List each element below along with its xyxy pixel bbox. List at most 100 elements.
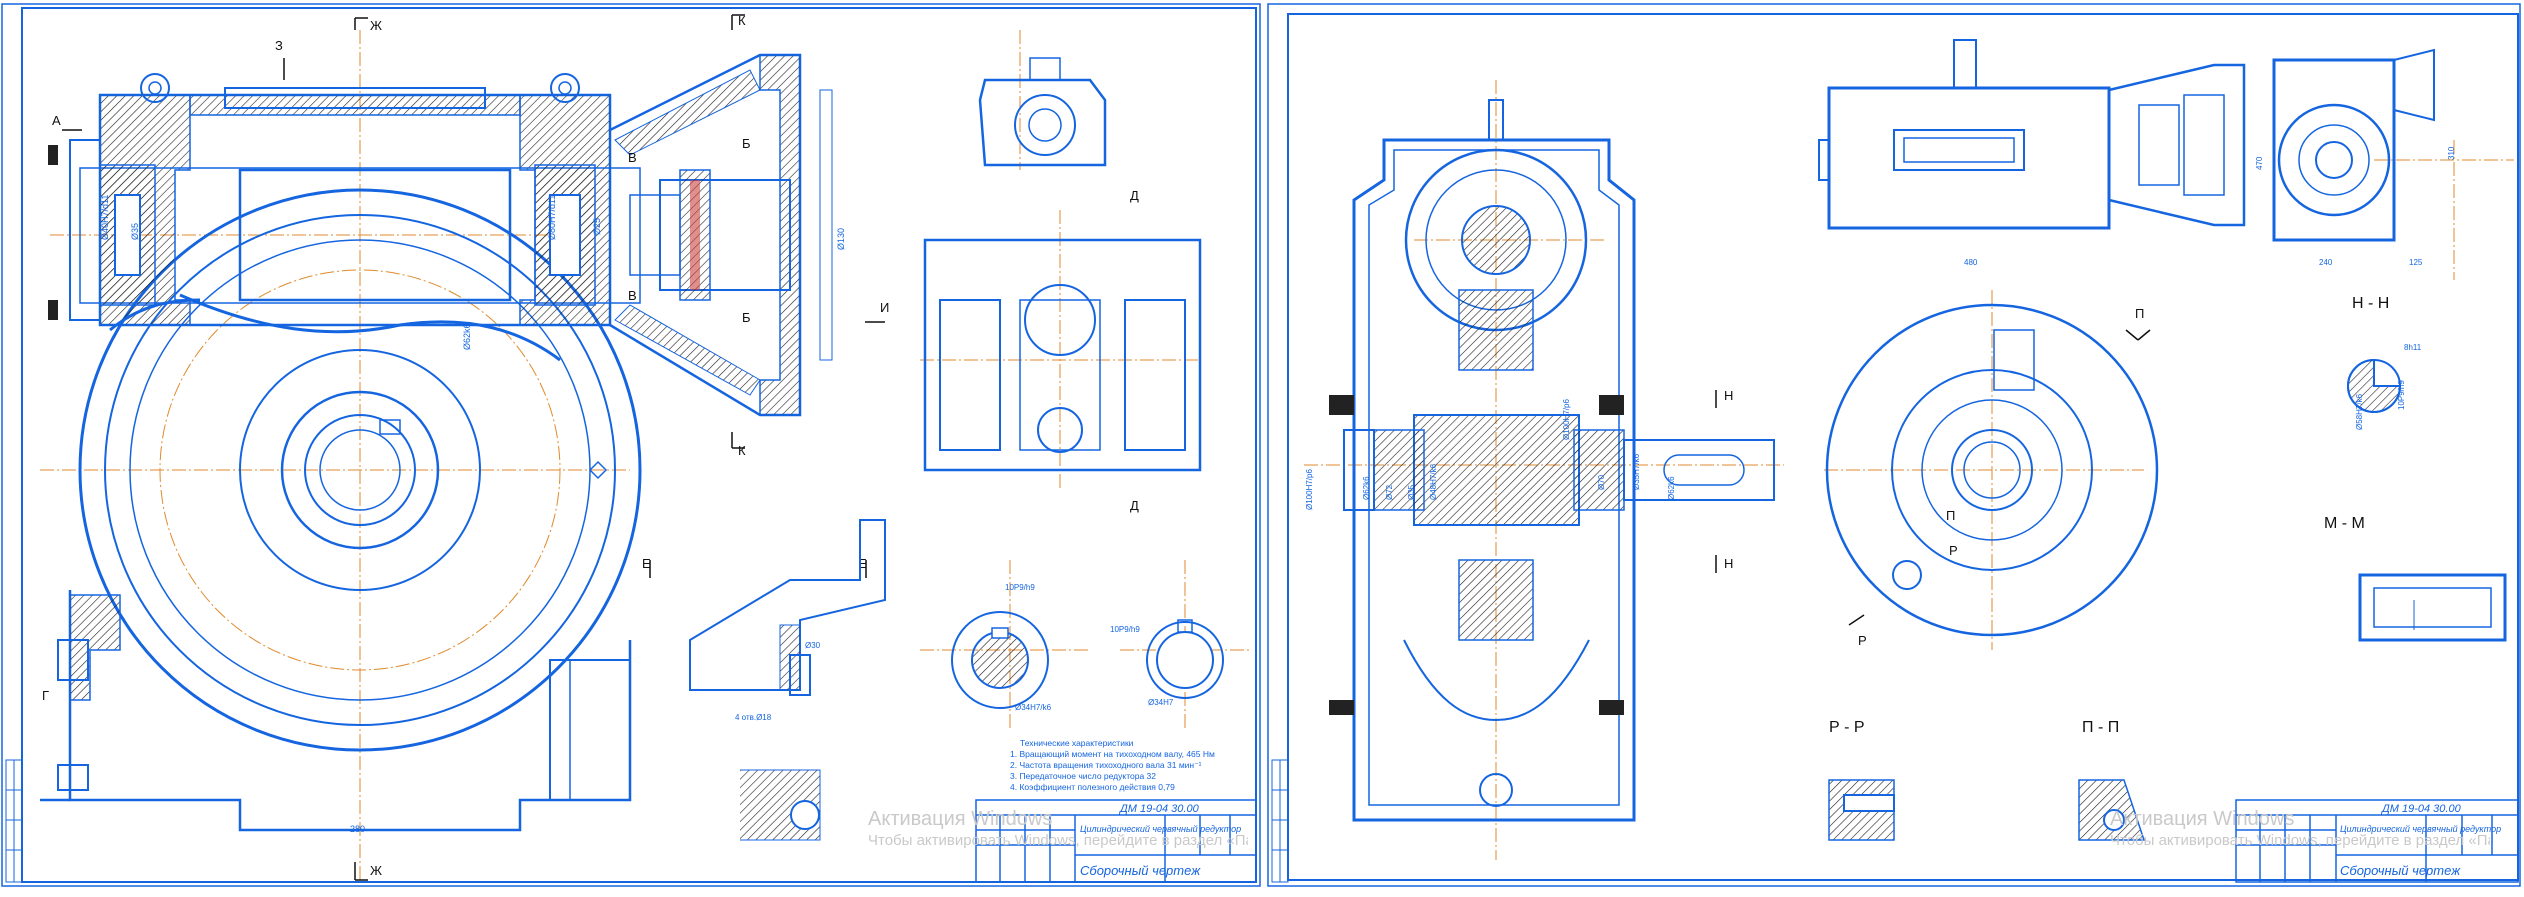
oil-gauge-section: [57, 594, 121, 791]
title-block-2: [2235, 799, 2519, 883]
dim-label: Ø80H7/d11: [547, 195, 557, 240]
section-label: П: [2135, 306, 2144, 321]
section-markers: А Б Б В В Г Е Е Ж Ж З И К К Д Д: [42, 13, 1139, 878]
activation-watermark-title: Активация Windows: [868, 808, 1053, 830]
dim-label: Ø48H7/k6: [1429, 463, 1438, 500]
dimension-labels: Ø40H7/d11 Ø35 Ø62k6 Ø80H7/d11 Ø25 Ø130 2…: [100, 195, 846, 834]
drawing-sheet-1: Ø40H7/d11 Ø35 Ø62k6 Ø80H7/d11 Ø25 Ø130 2…: [0, 0, 1264, 892]
section-arrows: [62, 14, 885, 881]
front-section-dims: Ø100H7/p6 Ø62k6 Ø72 Ø35 Ø48H7/k6 Ø100H7/…: [1305, 399, 1676, 510]
housing-base: [40, 590, 632, 832]
section-label: Ж: [370, 18, 382, 33]
section-label: Н: [1724, 556, 1733, 571]
axis-lines-2: [1304, 80, 2514, 860]
dim-label: Ø40H7/d11: [100, 195, 110, 240]
dim-label: 10P9/h9: [2397, 380, 2406, 410]
dim-label: Ø35H7/k6: [1632, 453, 1641, 490]
bearing-cover-view: [978, 57, 1107, 167]
section-label: Г: [42, 688, 49, 703]
section-label: Д: [1130, 188, 1139, 203]
housing-section-dd: [923, 238, 1202, 472]
section-label: Д: [1130, 498, 1139, 513]
dim-label: Ø34H7: [1148, 698, 1174, 707]
section-label: И: [880, 300, 889, 315]
section-label: К: [738, 443, 746, 458]
section-ee: [689, 519, 886, 841]
activation-watermark-title: Активация Windows: [2110, 808, 2295, 830]
section-label: Р: [1858, 633, 1867, 648]
dim-label: Ø70: [1597, 474, 1606, 490]
section-label: В: [628, 288, 637, 303]
dim-label: 280: [350, 824, 365, 834]
assembly-drawing-sheet-2: Ø100H7/p6 Ø62k6 Ø72 Ø35 Ø48H7/k6 Ø100H7/…: [1267, 3, 2521, 887]
dim-label: Ø35: [130, 223, 140, 240]
tech-line: 4. Коэффициент полезного действия 0,79: [1010, 782, 1175, 792]
hh-dims: 8h11 10P9/h9 Ø58H7/k6: [2355, 343, 2422, 430]
product-name: Цилиндрический червячный редуктор: [1080, 824, 1241, 834]
section-label: Б: [742, 136, 751, 151]
title-block-1: [975, 799, 1257, 883]
dim-label: Ø30: [805, 641, 821, 650]
dim-label: Ø100H7/p6: [1562, 399, 1571, 440]
dim-label: 480: [1964, 258, 1978, 267]
doc-code: ДМ 19-04 30.00: [2380, 803, 2462, 815]
assembly-drawing-sheet-1: Ø40H7/d11 Ø35 Ø62k6 Ø80H7/d11 Ø25 Ø130 2…: [1, 3, 1261, 887]
worm-wheel-view: [78, 188, 642, 752]
section-label: Ж: [370, 863, 382, 878]
shaft-section-dims: 10P9/h9 Ø34H7/k6 10P9/h9 Ø34H7: [1005, 583, 1174, 712]
outer-frame: [1, 3, 1261, 887]
dim-label: 8h11: [2404, 343, 2422, 352]
shaft-section-bb: [951, 611, 1049, 709]
section-rr-detail: [1828, 779, 1895, 841]
dim-label: Ø25: [592, 218, 602, 235]
section-label: П: [1946, 508, 1955, 523]
section-label: К: [738, 13, 746, 28]
dim-label: 125: [2409, 258, 2423, 267]
dim-label: Ø72: [1385, 484, 1394, 500]
view-title-rr: Р - Р: [1829, 719, 1865, 736]
activation-watermark-text: Чтобы активировать Windows, перейдите в …: [2110, 832, 2490, 849]
section-pp-detail: [2078, 779, 2146, 841]
shaft-section-vv: [1146, 619, 1224, 699]
section-label: Н: [1724, 388, 1733, 403]
drawing-title: Сборочный чертеж: [1080, 863, 1201, 878]
outer-frame: [1267, 3, 2521, 887]
inner-frame: [1287, 13, 2519, 881]
side-view-dims: 240 125 470 310: [2255, 146, 2456, 267]
dim-label: 240: [2319, 258, 2333, 267]
dim-label: 10P9/h9: [1005, 583, 1035, 592]
worm-wheel-section: [1825, 303, 2159, 637]
dim-label: Ø62k6: [462, 323, 472, 350]
tech-notes: Технические характеристики 1. Вращающий …: [1010, 738, 1215, 792]
reducer-top-view: [1818, 39, 2246, 230]
section-markers-2: Н Н П П Р Р: [1724, 306, 2144, 648]
product-name: Цилиндрический червячный редуктор: [2340, 824, 2501, 834]
worm-shaft-section: [48, 73, 641, 362]
section-label: Р: [1949, 543, 1958, 558]
section-hh: [2347, 358, 2402, 413]
section-label: В: [628, 150, 637, 165]
tech-title: Технические характеристики: [1020, 738, 1134, 748]
activation-watermark-text: Чтобы активировать Windows, перейдите в …: [868, 832, 1248, 849]
top-view-dims: 480: [1964, 258, 1978, 267]
view-title-pp: П - П: [2082, 719, 2119, 736]
reducer-front-section: [1329, 99, 1775, 822]
view-title-hh: Н - Н: [2352, 295, 2389, 312]
dim-label: Ø62k6: [1667, 476, 1676, 500]
dim-label: Ø62k6: [1362, 476, 1371, 500]
dim-label: Ø100H7/p6: [1305, 469, 1314, 510]
dim-label: Ø58H7/k6: [2355, 393, 2364, 430]
dim-label: Ø34H7/k6: [1015, 703, 1052, 712]
section-label: Б: [742, 310, 751, 325]
tech-line: 2. Частота вращения тихоходного вала 31 …: [1010, 760, 1202, 770]
dim-label: 470: [2255, 156, 2264, 170]
section-label: З: [275, 38, 283, 53]
drawing-sheet-2: Ø100H7/p6 Ø62k6 Ø72 Ø35 Ø48H7/k6 Ø100H7/…: [1264, 0, 2524, 892]
section-label: Е: [642, 556, 651, 571]
section-mm: [2358, 573, 2507, 642]
section-arrows-2: [1715, 329, 2151, 626]
motor-adapter-flange: [609, 53, 833, 417]
section-label: А: [52, 113, 61, 128]
dim-label: 310: [2447, 146, 2456, 160]
drawing-title: Сборочный чертеж: [2340, 863, 2461, 878]
